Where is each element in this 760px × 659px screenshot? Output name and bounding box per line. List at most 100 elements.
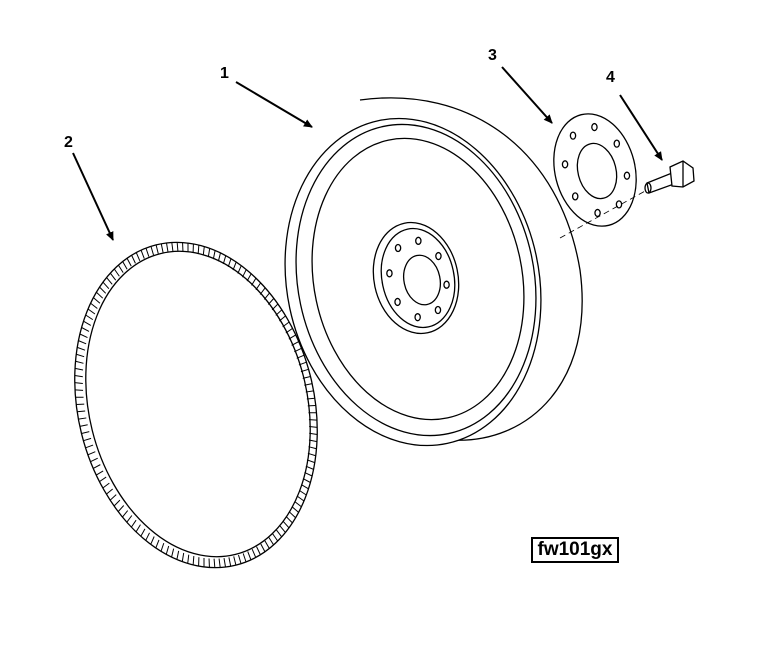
gear-tooth bbox=[264, 540, 270, 549]
gear-tooth bbox=[207, 248, 211, 258]
gear-tooth bbox=[309, 432, 318, 436]
gear-tooth bbox=[260, 543, 266, 552]
plate bbox=[553, 113, 637, 227]
gear-tooth bbox=[95, 470, 104, 476]
bolt-hole bbox=[623, 171, 631, 180]
gear-tooth bbox=[109, 494, 117, 501]
gear-tooth bbox=[171, 242, 174, 252]
gear-tooth bbox=[227, 258, 232, 268]
gear-tooth bbox=[99, 476, 107, 483]
gear-tooth bbox=[296, 354, 305, 359]
figure-id-label: fw101gx bbox=[531, 537, 619, 563]
gear-tooth bbox=[126, 515, 133, 523]
gear-tooth bbox=[96, 291, 104, 299]
bolt-hole bbox=[571, 192, 579, 201]
gear-tooth bbox=[181, 552, 185, 562]
gear-tooth bbox=[268, 537, 275, 546]
gear-tooth bbox=[140, 528, 146, 537]
gear-tooth bbox=[251, 548, 257, 558]
gear-tooth bbox=[150, 246, 154, 256]
gear-tooth bbox=[305, 390, 314, 393]
gear-tooth bbox=[232, 261, 237, 271]
gear-tooth bbox=[291, 506, 299, 513]
gear-tooth bbox=[76, 353, 85, 358]
gear-tooth bbox=[77, 410, 86, 413]
gear-tooth bbox=[278, 315, 286, 322]
gear-tooth bbox=[150, 536, 155, 545]
gear-tooth bbox=[85, 314, 94, 321]
bolt-hole bbox=[414, 313, 421, 322]
gear-tooth bbox=[113, 268, 120, 277]
bolt-hole bbox=[443, 280, 450, 289]
gear-tooth bbox=[222, 255, 227, 265]
gear-tooth bbox=[74, 374, 83, 378]
gear-tooth bbox=[282, 520, 290, 529]
gear-tooth bbox=[117, 264, 124, 273]
callout-arrow-4 bbox=[619, 94, 663, 161]
gear-tooth bbox=[166, 242, 169, 252]
gear-tooth bbox=[165, 545, 170, 555]
gear-tooth bbox=[74, 367, 84, 371]
gear-tooth bbox=[309, 425, 318, 428]
gear-tooth bbox=[212, 250, 216, 260]
gear-tooth bbox=[106, 488, 114, 495]
gear-tooth bbox=[242, 269, 247, 278]
gear-tooth bbox=[90, 457, 98, 463]
gear-tooth bbox=[288, 511, 296, 519]
gear-tooth bbox=[247, 551, 252, 560]
ring-gear bbox=[74, 241, 318, 569]
gear-tooth bbox=[213, 558, 216, 568]
gear-tooth bbox=[202, 246, 205, 256]
gear-tooth bbox=[81, 431, 90, 435]
gear-tooth bbox=[218, 558, 221, 568]
gear-tooth bbox=[176, 550, 180, 560]
bolt-hole bbox=[415, 236, 422, 245]
gear-tooth bbox=[145, 532, 150, 541]
gear-tooth bbox=[155, 539, 160, 549]
gear-tooth bbox=[242, 553, 247, 563]
bolt-hole bbox=[434, 305, 442, 315]
gear-tooth bbox=[305, 465, 314, 470]
gear-tooth bbox=[237, 265, 242, 274]
gear-tooth bbox=[126, 258, 132, 267]
gear-tooth bbox=[160, 243, 164, 253]
gear-tooth bbox=[93, 464, 101, 469]
gear-tooth bbox=[302, 375, 311, 379]
gear-tooth bbox=[78, 417, 87, 420]
gear-tooth bbox=[291, 341, 299, 346]
gear-tooth bbox=[306, 397, 315, 400]
gear-tooth bbox=[308, 439, 318, 443]
gear-tooth bbox=[102, 281, 110, 290]
gear-tooth bbox=[300, 368, 309, 373]
gear-tooth bbox=[275, 529, 283, 538]
gear-tooth bbox=[75, 360, 84, 364]
gear-tooth bbox=[267, 298, 275, 305]
gear-tooth bbox=[87, 451, 96, 456]
gear-tooth bbox=[263, 292, 270, 300]
gear-tooth bbox=[79, 424, 88, 427]
callout-arrow-2 bbox=[72, 152, 114, 241]
bolt-hole bbox=[386, 269, 393, 278]
gear-tooth bbox=[307, 452, 316, 457]
gear-tooth bbox=[83, 437, 92, 442]
gear-tooth bbox=[102, 482, 110, 489]
bolt-hole bbox=[569, 131, 577, 140]
gear-tooth bbox=[300, 484, 309, 490]
gear-tooth bbox=[304, 383, 313, 386]
gear-tooth bbox=[288, 334, 297, 340]
gear-tooth bbox=[282, 321, 290, 328]
gear-tooth bbox=[130, 519, 137, 528]
gear-tooth bbox=[117, 505, 125, 512]
gear-tooth bbox=[122, 261, 128, 270]
bolt-hole bbox=[435, 251, 442, 261]
gear-tooth bbox=[217, 252, 221, 262]
gear-tooth bbox=[298, 489, 307, 496]
gear-tooth bbox=[93, 297, 101, 304]
gear-tooth bbox=[285, 327, 293, 334]
gear-tooth bbox=[113, 499, 121, 507]
gear-tooth bbox=[106, 277, 113, 285]
callout-1: 1 bbox=[220, 65, 229, 82]
gear-tooth bbox=[187, 554, 190, 564]
capscrew bbox=[644, 160, 695, 194]
